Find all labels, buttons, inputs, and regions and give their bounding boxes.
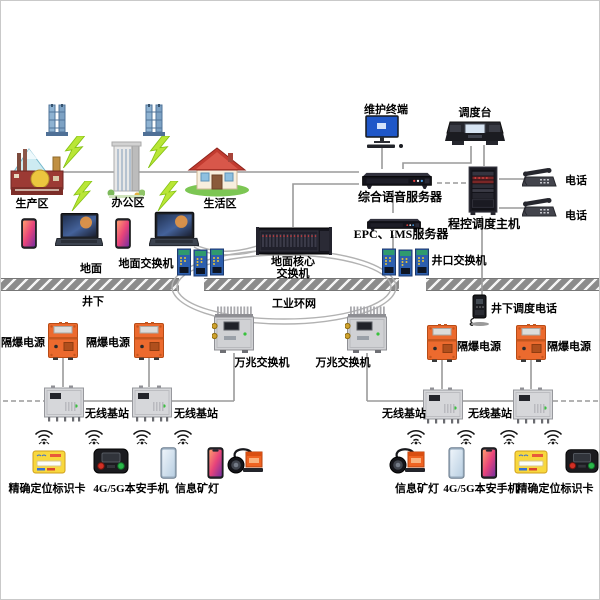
epc-ims-server-label: EPC、IMS服务器 (353, 227, 449, 241)
office-area-label: 办公区 (111, 197, 145, 209)
underground-label: 井下 (82, 296, 104, 308)
positioning-card-label: 精确定位标识卡 (8, 483, 86, 495)
flameproof-power-icon (133, 322, 165, 360)
lightning-icon (148, 136, 170, 168)
ten-gig-switch-label: 万兆交换机 (234, 357, 290, 369)
wireless-base-station-icon (512, 387, 554, 425)
smartphone-icon (479, 447, 499, 479)
base-station-label: 无线基站 (174, 408, 218, 420)
dispatch-console-label: 调度台 (458, 107, 492, 119)
base-station-label: 无线基站 (468, 408, 512, 420)
positioning-card-icon (514, 448, 548, 476)
flameproof-power-label: 隔爆电源 (547, 341, 591, 353)
maintenance-terminal-icon (363, 115, 405, 149)
smartphone-icon (206, 447, 225, 479)
laptop-icon (55, 212, 103, 249)
living-area-label: 生活区 (203, 198, 237, 210)
base-station-label: 无线基站 (85, 408, 129, 420)
surface-switch-label: 地面交换机 (118, 258, 174, 270)
radio-wave-icon (171, 428, 195, 446)
wellhead-switch-icon (382, 246, 430, 277)
voice-server-icon (359, 169, 435, 190)
radio-wave-icon (32, 428, 56, 446)
living-area-icon (184, 145, 250, 197)
dispatch-console-icon (444, 119, 506, 147)
positioning-card-label: 精确定位标识卡 (516, 483, 594, 495)
miner-lamp-label: 信息矿灯 (395, 483, 439, 495)
wireless-base-station-icon (131, 385, 173, 423)
ten-gig-switch-icon (212, 306, 256, 354)
safe-mobile-label: 4G/5G本安手机 (443, 483, 519, 495)
card-reader-icon (93, 448, 129, 474)
core-switch-label-line1: 地面核心 (271, 256, 315, 268)
radio-wave-icon (404, 428, 428, 446)
surface-underground-barrier (426, 278, 599, 291)
production-area-icon (9, 143, 65, 201)
pbx-dispatch-host-label: 程控调度主机 (447, 217, 520, 231)
ten-gig-switch-label: 万兆交换机 (315, 357, 371, 369)
miner-lamp-label: 信息矿灯 (175, 483, 219, 495)
telephone-label: 电话 (565, 175, 587, 187)
voice-server-label: 综合语音服务器 (357, 190, 442, 204)
industrial-ring-label: 工业环网 (272, 298, 316, 310)
flameproof-power-icon (47, 322, 79, 360)
wireless-base-station-icon (43, 385, 85, 423)
flameproof-power-icon (426, 324, 458, 362)
radio-wave-icon (130, 428, 154, 446)
wireless-base-station-icon (422, 387, 464, 425)
lightning-icon (63, 136, 85, 168)
radio-wave-icon (541, 428, 565, 446)
surface-underground-barrier (204, 278, 399, 291)
underground-dispatch-phone-icon (468, 294, 490, 326)
smartphone-icon (160, 447, 177, 479)
core-switch-icon (256, 227, 332, 255)
surface-underground-barrier (1, 278, 179, 291)
flameproof-power-icon (515, 324, 547, 362)
production-area-label: 生产区 (15, 198, 49, 210)
lightning-icon (71, 181, 93, 211)
wellhead-switch-label: 井口交换机 (431, 255, 487, 267)
radio-wave-icon (454, 428, 478, 446)
smartphone-icon (21, 218, 37, 249)
telephone-label: 电话 (565, 210, 587, 222)
safe-mobile-label: 4G/5G本安手机 (93, 483, 169, 495)
positioning-card-icon (32, 448, 66, 476)
epc-ims-server-icon (366, 213, 422, 235)
flameproof-power-label: 隔爆电源 (1, 337, 45, 349)
card-reader-icon (565, 448, 599, 474)
ten-gig-switch-icon (345, 306, 389, 354)
flameproof-power-label: 隔爆电源 (457, 341, 501, 353)
maintenance-terminal-label: 维护终端 (364, 104, 408, 116)
miner-lamp-icon (226, 447, 264, 477)
office-area-icon (107, 141, 145, 199)
core-switch-label-line2: 交换机 (276, 268, 310, 280)
radio-wave-icon (497, 428, 521, 446)
cell-tower-icon (142, 104, 166, 138)
smartphone-icon (448, 447, 465, 479)
flameproof-power-label: 隔爆电源 (86, 337, 130, 349)
radio-wave-icon (82, 428, 106, 446)
base-station-label: 无线基站 (382, 408, 426, 420)
telephone-icon (522, 197, 558, 218)
lightning-icon (157, 181, 179, 211)
smartphone-icon (115, 218, 131, 249)
telephone-icon (522, 167, 558, 188)
underground-dispatch-phone-label: 井下调度电话 (491, 303, 557, 315)
laptop-icon (149, 211, 199, 249)
miner-lamp-icon (388, 447, 426, 477)
cell-tower-icon (45, 104, 69, 138)
surface-switch-icon (177, 246, 225, 277)
surface-label: 地面 (80, 263, 102, 275)
pbx-dispatch-host-icon (467, 166, 499, 216)
